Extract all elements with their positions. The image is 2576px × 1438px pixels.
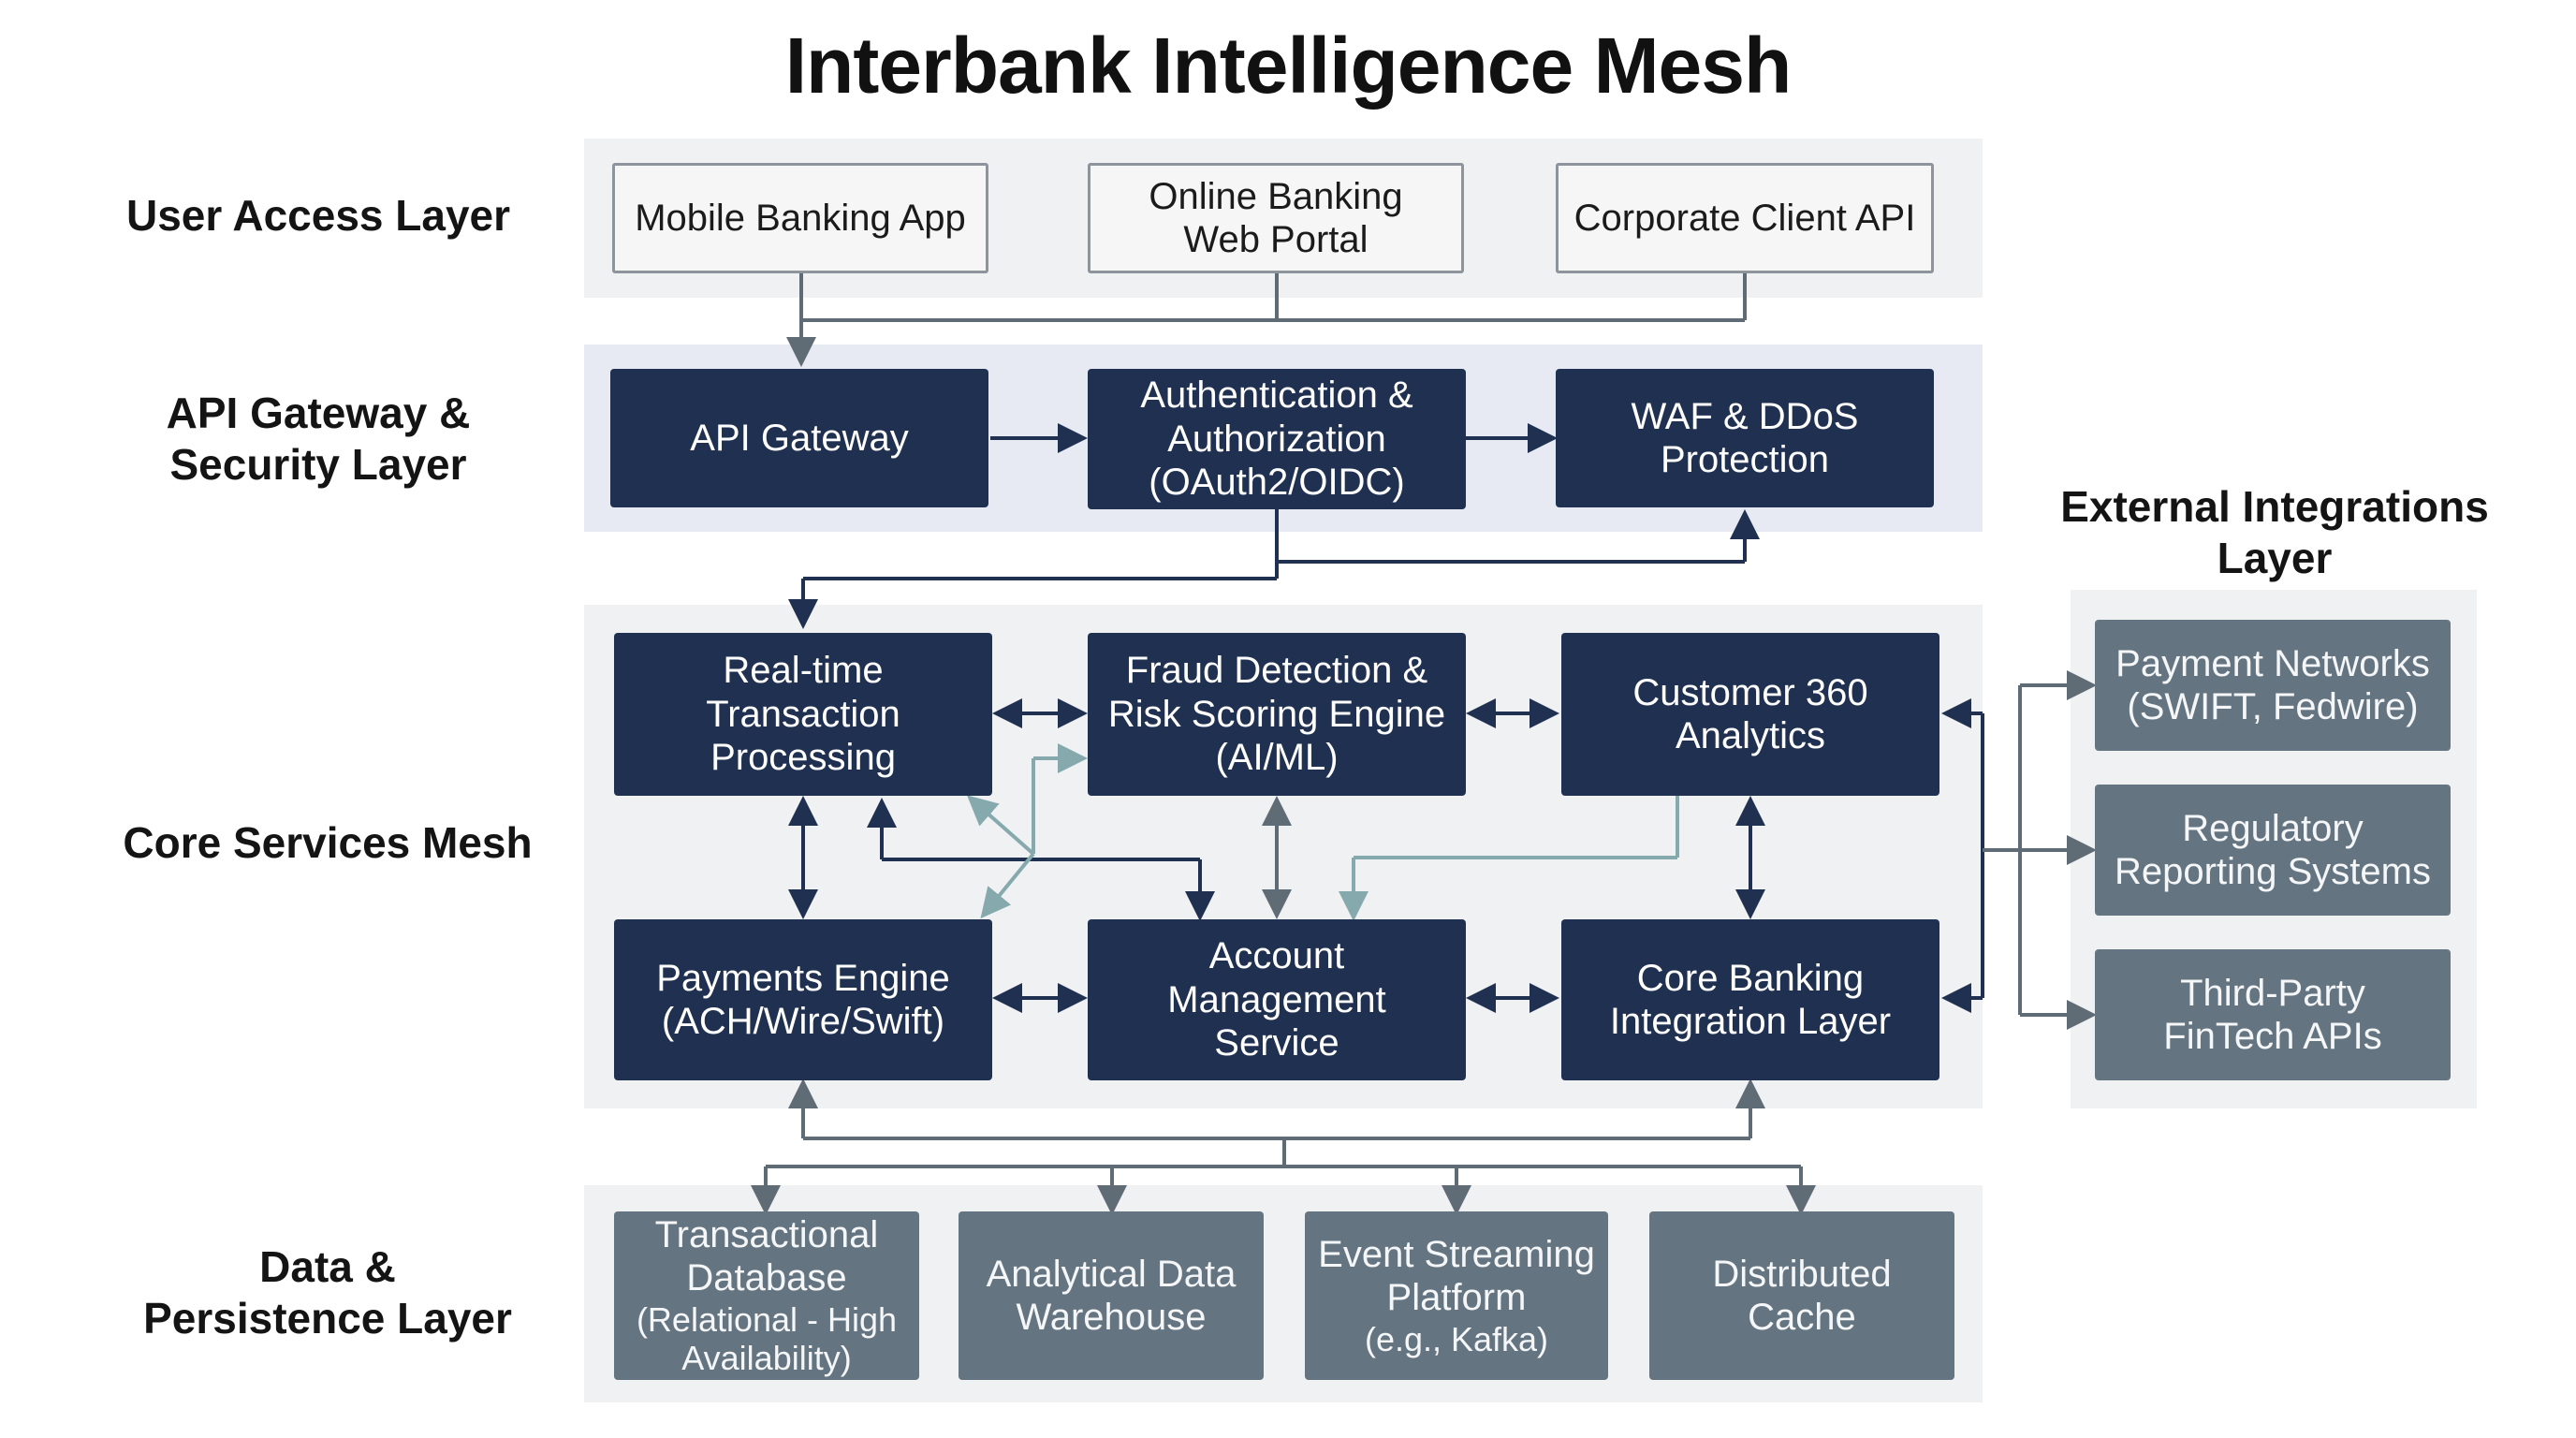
payment-networks-label: Payment Networks (SWIFT, Fedwire) [2115,642,2430,727]
layer-label-core: Core Services Mesh [123,818,533,868]
online-banking-portal-label: Online Banking Web Portal [1149,175,1403,260]
customer-360-box: Customer 360 Analytics [1561,633,1939,796]
realtime-account-connector [867,798,1215,921]
user-to-gateway-connector [786,273,1747,367]
layer-label-user-access: User Access Layer [125,191,511,241]
mobile-banking-app-box: Mobile Banking App [612,163,988,273]
mobile-banking-app-label: Mobile Banking App [635,197,966,239]
event-streaming-box: Event Streaming Platform (e.g., Kafka) [1305,1211,1608,1380]
transactional-database-box: Transactional Database (Relational - Hig… [614,1211,919,1380]
payment-networks-box: Payment Networks (SWIFT, Fedwire) [2095,620,2451,751]
fintech-apis-box: Third-Party FinTech APIs [2095,949,2451,1080]
api-gateway-label: API Gateway [690,417,909,459]
layer-label-external: External Integrations Layer [2022,472,2527,594]
auth-to-core-connector [788,509,1760,629]
waf-ddos-box: WAF & DDoS Protection [1556,369,1934,507]
transactional-database-label: Transactional Database [654,1213,879,1299]
account-management-label: Account Management Service [1167,935,1386,1064]
core-banking-label: Core Banking Integration Layer [1609,957,1892,1042]
core-data-connector [751,1078,1816,1215]
regulatory-reporting-label: Regulatory Reporting Systems [2115,807,2431,892]
core-external-connector [1941,698,1984,1013]
corporate-client-api-box: Corporate Client API [1556,163,1934,273]
fraud-detection-box: Fraud Detection & Risk Scoring Engine (A… [1088,633,1466,796]
account-management-box: Account Management Service [1088,919,1466,1080]
event-streaming-note: (e.g., Kafka) [1364,1319,1549,1358]
customer-360-label: Customer 360 Analytics [1632,671,1868,756]
customer360-account-connector [1339,796,1679,921]
core-banking-box: Core Banking Integration Layer [1561,919,1939,1080]
authentication-box: Authentication & Authorization (OAuth2/O… [1088,369,1466,509]
corporate-client-api-label: Corporate Client API [1573,197,1916,239]
analytical-warehouse-box: Analytical Data Warehouse [959,1211,1264,1380]
analytical-warehouse-label: Analytical Data Warehouse [986,1253,1237,1338]
distributed-cache-box: Distributed Cache [1649,1211,1954,1380]
transactional-database-note: (Relational - High Availability) [636,1299,898,1378]
regulatory-reporting-box: Regulatory Reporting Systems [2095,785,2451,916]
payments-engine-label: Payments Engine (ACH/Wire/Swift) [656,957,950,1042]
waf-ddos-label: WAF & DDoS Protection [1631,395,1859,480]
layer-label-gateway-text: API Gateway & Security Layer [166,388,471,489]
layer-label-data-text: Data & Persistence Layer [143,1241,512,1343]
realtime-transaction-label: Real-time Transaction Processing [706,650,900,779]
api-gateway-box: API Gateway [610,369,988,507]
payments-fraud-connector [967,743,1088,919]
realtime-transaction-box: Real-time Transaction Processing [614,633,992,796]
external-bus-connector [1983,670,2097,1030]
payments-engine-box: Payments Engine (ACH/Wire/Swift) [614,919,992,1080]
event-streaming-label: Event Streaming Platform [1318,1233,1595,1319]
fintech-apis-label: Third-Party FinTech APIs [2163,972,2382,1057]
layer-label-gateway: API Gateway & Security Layer [94,378,543,500]
layer-label-data: Data & Persistence Layer [94,1232,562,1354]
authentication-label: Authentication & Authorization (OAuth2/O… [1140,374,1413,504]
diagram-title: Interbank Intelligence Mesh [784,22,1793,110]
online-banking-portal-box: Online Banking Web Portal [1088,163,1464,273]
distributed-cache-label: Distributed Cache [1712,1253,1892,1338]
layer-label-external-text: External Integrations Layer [2060,481,2489,582]
fraud-detection-label: Fraud Detection & Risk Scoring Engine (A… [1107,650,1446,779]
